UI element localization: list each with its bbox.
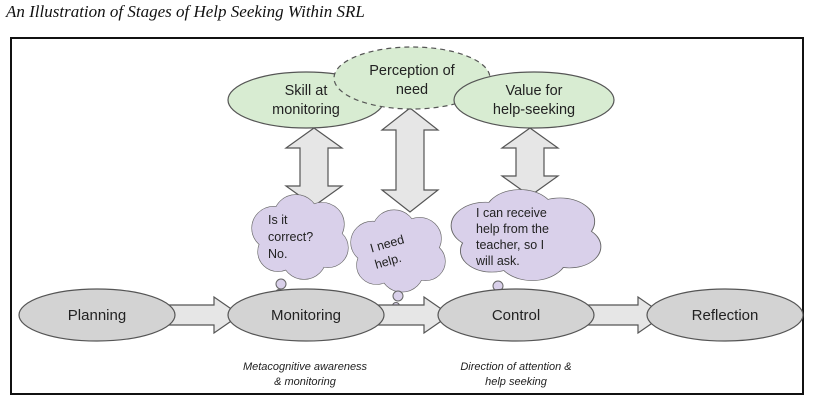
thought-control-line4: will ask. xyxy=(475,254,520,268)
stage-monitoring: Monitoring xyxy=(227,288,385,342)
stage-label: Reflection xyxy=(692,307,759,324)
figure-caption: An Illustration of Stages of Help Seekin… xyxy=(6,2,365,21)
note-control-line1: Direction of attention & xyxy=(460,361,571,373)
thought-control-line2: help from the xyxy=(476,222,549,236)
stage-reflection: Reflection xyxy=(646,288,804,342)
stage-planning: Planning xyxy=(18,288,176,342)
factor-value: Value for help-seeking xyxy=(453,71,615,129)
need-arrow xyxy=(380,107,440,213)
thought-bubble-small xyxy=(275,278,287,290)
factor-value-line2: help-seeking xyxy=(493,102,575,118)
stage-label: Control xyxy=(492,307,540,324)
factor-skill-line1: Skill at xyxy=(285,83,328,99)
thought-cloud-need: I need help. xyxy=(350,209,446,310)
note-monitoring-line2: & monitoring xyxy=(274,376,337,388)
thought-control-line3: teacher, so I xyxy=(476,238,544,252)
factor-perception-line2: need xyxy=(396,82,428,98)
thought-control-line1: I can receive xyxy=(476,206,547,220)
stage-control: Control xyxy=(437,288,595,342)
thought-cloud-monitoring: Is it correct? No. xyxy=(251,194,349,297)
factor-ellipse xyxy=(453,71,615,129)
note-monitoring-line1: Metacognitive awareness xyxy=(243,361,368,373)
value-arrow xyxy=(500,127,560,197)
note-control-line2: help seeking xyxy=(485,376,548,388)
thought-monitoring-line1: Is it xyxy=(268,213,288,227)
thought-monitoring-line2: correct? xyxy=(268,230,313,244)
thought-bubble-small xyxy=(392,290,404,302)
factor-perception: Perception of need xyxy=(333,46,491,110)
arrows-horizontal xyxy=(160,295,666,335)
factor-value-line1: Value for xyxy=(506,83,563,99)
stage-label: Monitoring xyxy=(271,307,341,324)
arrow-monitoring-control xyxy=(370,295,452,335)
stage-label: Planning xyxy=(68,307,126,324)
factor-skill-line2: monitoring xyxy=(272,102,340,118)
factor-perception-line1: Perception of xyxy=(369,63,455,79)
thought-cloud-control: I can receive help from the teacher, so … xyxy=(450,188,602,300)
skill-arrow xyxy=(284,127,344,207)
diagram-frame xyxy=(10,37,804,395)
thought-monitoring-line3: No. xyxy=(268,247,287,261)
